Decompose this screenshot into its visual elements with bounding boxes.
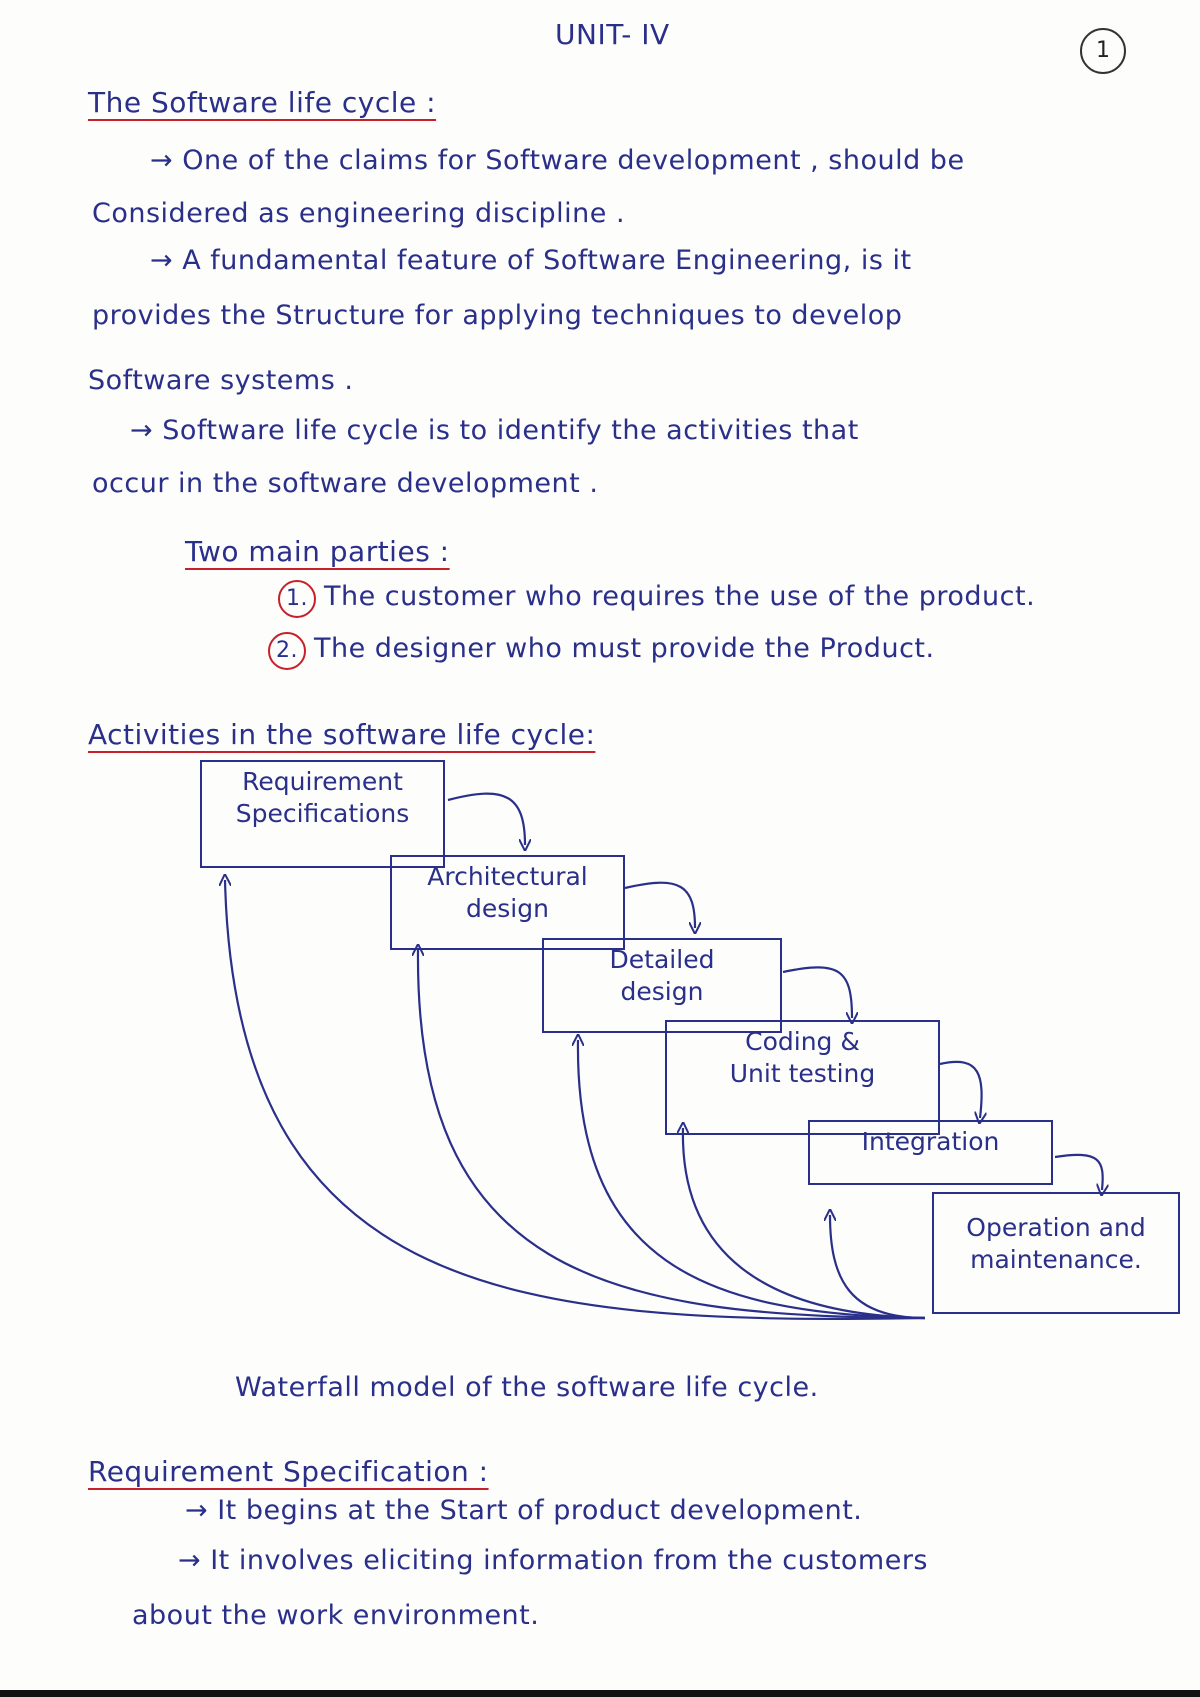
page-number: 1 [1080, 28, 1126, 74]
section-heading-software-life-cycle: The Software life cycle : [88, 86, 437, 119]
party-item: 2. The designer who must provide the Prod… [268, 632, 935, 670]
party-item: 1. The customer who requires the use of t… [278, 580, 1035, 618]
stage-detailed-design: Detailed design [542, 938, 782, 1033]
stage-integration: Integration [808, 1120, 1053, 1185]
feedback-arrow [683, 1128, 926, 1320]
note-line: Considered as engineering discipline . [92, 198, 626, 229]
party-text: The designer who must provide the Produc… [314, 633, 935, 664]
scan-edge [0, 1690, 1200, 1697]
stage-label: maintenance. [970, 1245, 1142, 1274]
flow-arrow [624, 881, 695, 928]
note-line: occur in the software development . [92, 468, 599, 499]
party-text: The customer who requires the use of the… [324, 581, 1036, 612]
stage-label: Architectural [427, 862, 588, 891]
unit-title: UNIT- IV [555, 18, 670, 51]
feedback-arrow [578, 1040, 926, 1320]
note-line: provides the Structure for applying tech… [92, 300, 903, 331]
note-line: Software systems . [88, 365, 354, 396]
note-line: → A fundamental feature of Software Engi… [150, 245, 912, 276]
flow-arrow [939, 1060, 982, 1118]
note-line: → One of the claims for Software develop… [150, 145, 965, 176]
feedback-arrow [830, 1215, 926, 1320]
stage-label: Detailed [609, 945, 715, 974]
flow-arrow [782, 966, 852, 1018]
stage-architectural-design: Architectural design [390, 855, 625, 950]
stage-operation-maintenance: Operation and maintenance. [932, 1192, 1180, 1314]
stage-label: Specifications [235, 799, 410, 828]
flow-arrow [1054, 1153, 1103, 1190]
stage-label: Requirement [242, 767, 403, 796]
flow-arrow [447, 792, 525, 845]
stage-label: Integration [861, 1127, 1000, 1156]
stage-label: design [620, 977, 704, 1006]
parties-heading: Two main parties : [185, 535, 450, 568]
diagram-caption: Waterfall model of the software life cyc… [235, 1372, 819, 1403]
section-heading-requirement-specification: Requirement Specification : [88, 1455, 489, 1488]
stage-coding-unit-testing: Coding & Unit testing [665, 1020, 940, 1135]
stage-label: Operation and [966, 1213, 1146, 1242]
activities-heading: Activities in the software life cycle: [88, 718, 596, 751]
stage-label: design [466, 894, 549, 923]
party-number: 2. [268, 632, 306, 670]
note-line: about the work environment. [132, 1600, 540, 1631]
note-line: → It involves eliciting information from… [178, 1545, 929, 1576]
stage-label: Coding & [745, 1027, 860, 1056]
note-line: → It begins at the Start of product deve… [185, 1495, 863, 1526]
stage-label: Unit testing [729, 1059, 876, 1088]
party-number: 1. [278, 580, 316, 618]
stage-requirement-specifications: Requirement Specifications [200, 760, 445, 868]
feedback-arrow [225, 880, 926, 1320]
note-line: → Software life cycle is to identify the… [130, 415, 859, 446]
feedback-arrow [418, 950, 926, 1320]
